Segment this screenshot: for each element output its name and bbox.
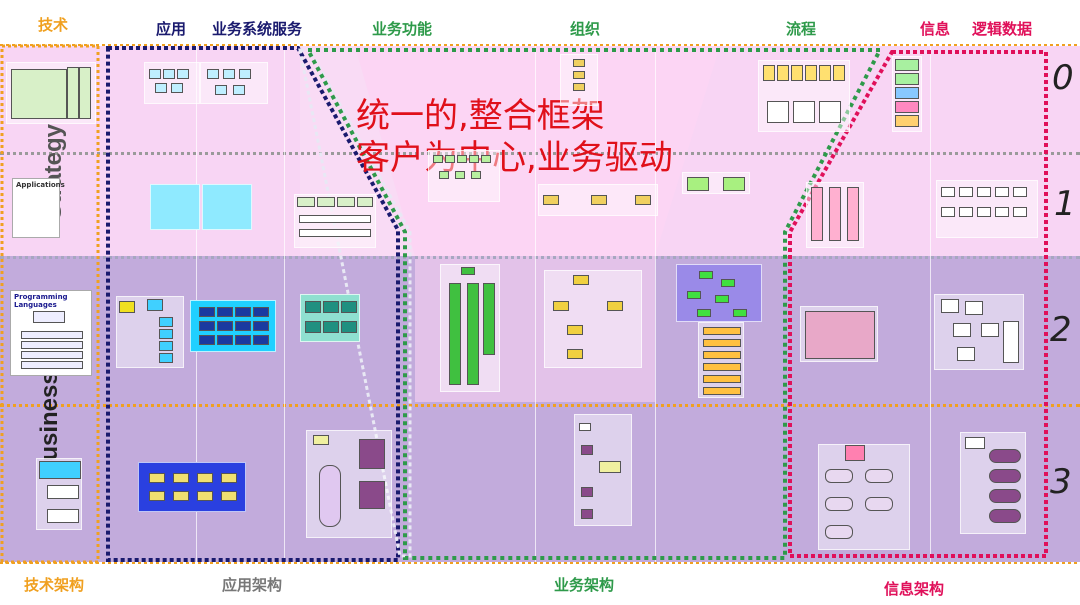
row-separator-3 [0,404,1080,407]
system-service-grid-thumbnail [300,294,360,342]
programming-languages-doc-title: Programming Languages [14,293,68,309]
applications-doc-thumbnail: Applications [12,178,65,238]
header-label-business-system-services: 业务系统服务 [212,20,303,38]
app-component-thumbnail [116,296,184,368]
col-separator [535,46,536,562]
info-relationship-thumbnail [818,444,910,550]
col-separator [655,46,656,562]
system-service-thumbnail [294,194,376,248]
footer-label-info-arch: 信息架构 [884,580,945,598]
row-number-0: 0 [1052,58,1074,98]
org-chart-thumbnail [544,270,642,368]
row-number-3: 3 [1050,462,1072,502]
business-function-thumbnail [428,150,500,202]
header-label-business-function: 业务功能 [372,20,433,38]
row-number-2: 2 [1050,310,1072,350]
footer-label-business-arch: 业务架构 [554,576,615,594]
headline-line-1: 统一的,整合框架 [356,96,605,136]
app-service-thumbnail [150,184,200,230]
row-number-1: 1 [1054,184,1076,224]
footer-label-tech-arch: 技术架构 [24,576,85,594]
system-flow-thumbnail [306,430,392,538]
data-entity-thumbnail [892,56,922,132]
row-separator-1 [0,152,1080,155]
process-diagram-thumbnail [758,60,850,132]
process-step-thumbnail [682,172,750,194]
header-label-logical-data: 逻辑数据 [972,20,1033,38]
col-separator [284,46,285,562]
logical-data-flow-thumbnail [960,432,1026,534]
row-separator-2 [0,256,1080,259]
col-separator [930,46,931,562]
applications-doc-title: Applications [16,181,65,189]
footer-label-app-arch: 应用架构 [222,576,283,594]
tech-infra-thumbnail [36,458,82,530]
header-label-information: 信息 [920,20,951,38]
logical-data-model-thumbnail [934,294,1024,370]
app-diagram-thumbnail [200,62,268,104]
process-swimlane-thumbnail [698,322,744,398]
header-label-tech: 技术 [38,16,69,34]
app-component-grid-thumbnail [190,300,276,352]
app-diagram-thumbnail [144,62,200,104]
business-process-flow-thumbnail [574,414,632,526]
app-service-thumbnail [202,184,252,230]
org-chart-thumbnail [560,54,598,106]
programming-languages-doc-thumbnail: Programming Languages [10,290,92,376]
process-flow-thumbnail [676,264,762,322]
org-chart-thumbnail [538,184,658,216]
app-deployment-thumbnail [138,462,246,512]
info-table-thumbnail [800,306,878,362]
header-label-application: 应用 [156,20,187,38]
header-label-organization: 组织 [570,20,601,38]
logical-data-thumbnail [936,180,1038,238]
info-entity-thumbnail [806,182,864,248]
tech-stack-diagram-thumbnail [6,62,96,124]
header-label-process: 流程 [786,20,817,38]
business-function-tree-thumbnail [440,264,500,392]
headline-line-2: 客户为中心,业务驱动 [356,138,673,178]
